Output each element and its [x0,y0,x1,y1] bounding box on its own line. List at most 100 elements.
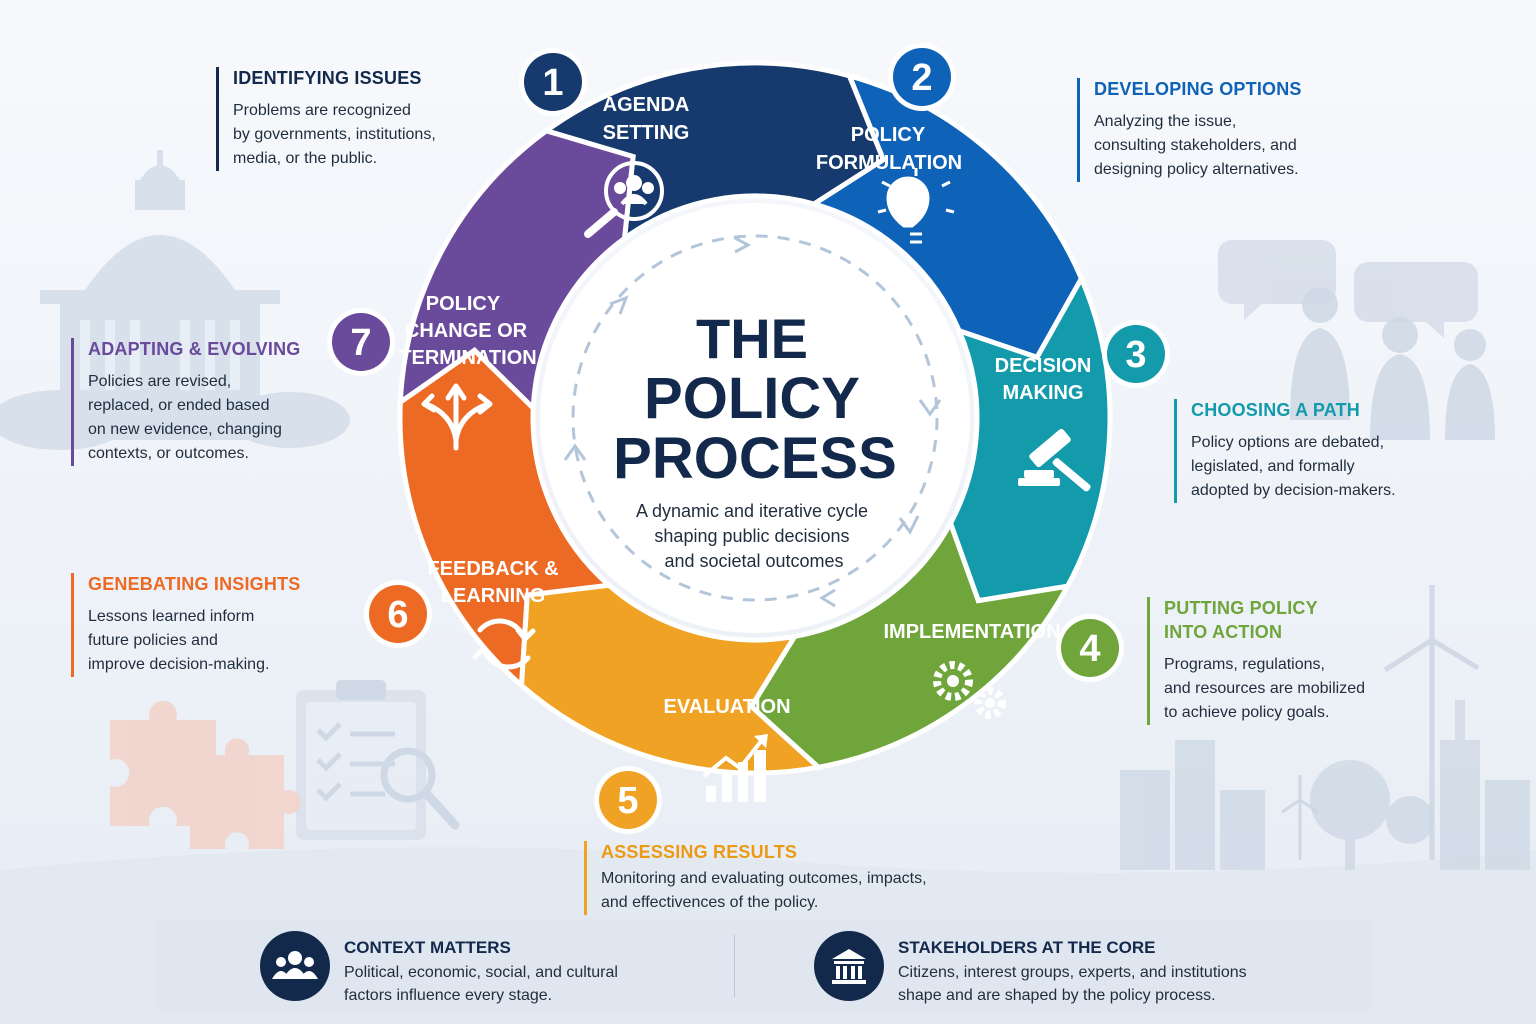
badge-fill [524,53,582,111]
callout-developing-options: DEVELOPING OPTIONS Analyzing the issue, … [1077,78,1364,182]
stage-7-title-line1: POLICY [426,293,501,315]
footer-info-bar: CONTEXT MATTERS Political, economic, soc… [156,919,1372,1013]
dashed-cycle-arrows [563,236,942,608]
callout-3-body-line1: Policy options are debated, [1191,434,1385,451]
callout-2-body-line1: Analyzing the issue, [1094,113,1237,130]
callout-4-body-line3: to achieve policy goals. [1164,704,1330,721]
stage-number-badges: 1 2 3 4 5 6 7 [327,43,1170,834]
stage-1-number: 1 [542,62,563,104]
callout-putting-policy-into-action: PUTTING POLICY INTO ACTION Programs, reg… [1147,597,1414,725]
callout-6-body-line3: improve decision-making. [88,656,270,673]
stage-7-number: 7 [350,322,371,364]
stage-2-policy-formulation: POLICY FORMULATION [816,124,962,244]
stage-3-title-line1: DECISION [995,355,1092,377]
callout-3-title: CHOOSING A PATH [1191,400,1360,420]
callout-4-body-line1: Programs, regulations, [1164,656,1325,673]
stage-7-policy-change: POLICY CHANGE OR TERMINATION [399,293,537,451]
center-subtitle-line2: shaping public decisions [654,526,849,546]
stage-1-title-line1: AGENDA [603,94,690,116]
stage-2-title-line2: FORMULATION [816,152,962,174]
callout-assessing-results: ASSESSING RESULTS Monitoring and evaluat… [584,841,981,915]
cycle-segment-7 [397,128,636,414]
callout-generating-insights: GENEBATING INSIGHTS Lessons learned info… [71,573,338,677]
wind-turbine-icon [1281,585,1480,860]
callout-1-body-line1: Problems are recognized [233,102,411,119]
callout-2-title: DEVELOPING OPTIONS [1094,79,1302,99]
callout-3-body-line3: adopted by decision-makers. [1191,482,1396,499]
people-silhouettes-icon [1290,287,1495,440]
stage-4-number: 4 [1079,628,1100,670]
institution-icon [814,931,884,1001]
badge-fill [1061,619,1119,677]
stage-4-title-line1: IMPLEMENTATION [883,621,1060,643]
callout-6-body-line1: Lessons learned inform [88,608,255,625]
lightbulb-icon [877,168,955,244]
stage-3-number: 3 [1125,334,1146,376]
stage-7-number-badge: 7 [327,308,395,376]
center-disc [540,203,970,633]
footer-left-title: CONTEXT MATTERS [344,938,511,957]
callout-5-title: ASSESSING RESULTS [601,842,798,862]
refresh-icon [472,618,536,670]
magnifier-people-icon [584,161,664,238]
stage-4-number-badge: 4 [1056,614,1124,682]
callout-5-body-line2: and effectivences of the policy. [601,894,819,911]
stage-5-number-badge: 5 [594,766,662,834]
callout-6-body-line2: future policies and [88,632,218,649]
stage-6-title-line1: FEEDBACK & [427,558,558,580]
badge-fill [1107,325,1165,383]
center-subtitle-line1: A dynamic and iterative cycle [636,501,868,521]
stage-1-agenda-setting: AGENDA SETTING [584,94,690,238]
callout-2-body-line3: designing policy alternatives. [1094,161,1299,178]
stage-2-number: 2 [911,57,932,99]
split-arrows-icon [421,383,493,451]
center-subtitle-line3: and societal outcomes [664,551,843,571]
stage-5-evaluation: EVALUATION [663,696,791,802]
callout-7-body-line3: on new evidence, changing [88,421,282,438]
badge-fill [599,771,657,829]
stage-6-number: 6 [387,594,408,636]
stage-4-implementation: IMPLEMENTATION [883,621,1061,719]
gears-icon [933,661,1006,719]
stage-1-title-line2: SETTING [603,122,690,144]
callout-2-body-line2: consulting stakeholders, and [1094,137,1297,154]
center-title-line1: THE [696,307,808,370]
stage-2-title-line1: POLICY [851,124,926,146]
footer-right-title: STAKEHOLDERS AT THE CORE [898,938,1156,957]
callout-7-body-line4: contexts, or outcomes. [88,445,249,462]
footer-left-line1: Political, economic, social, and cultura… [344,964,618,981]
callout-7-body-line2: replaced, or ended based [88,397,270,414]
callout-1-body-line2: by governments, institutions, [233,126,436,143]
center-title-line3: PROCESS [613,426,897,491]
callout-1-title: IDENTIFYING ISSUES [233,68,422,88]
clipboard-checklist-icon [296,680,460,840]
callout-7-body-line1: Policies are revised, [88,373,232,390]
dashed-cycle-ring [571,234,939,602]
bar-chart-icon [702,734,768,802]
stage-3-number-badge: 3 [1102,320,1170,388]
footer-divider [734,935,735,997]
callout-4-title-line2: INTO ACTION [1164,622,1283,642]
city-skyline-icon [1120,700,1530,870]
people-group-icon [260,931,330,1001]
stage-1-number-badge: 1 [519,48,587,116]
callout-adapting-evolving: ADAPTING & EVOLVING Policies are revised… [71,338,338,466]
badge-fill [893,48,951,106]
stage-5-title-line1: EVALUATION [663,696,790,718]
stage-5-number: 5 [617,780,638,822]
callout-4-title: PUTTING POLICY [1164,598,1318,618]
badge-fill [369,585,427,643]
stage-2-number-badge: 2 [888,43,956,111]
puzzle-pieces-icon [110,700,301,849]
stage-7-title-line3: TERMINATION [399,347,536,369]
footer-right-line2: shape and are shaped by the policy proce… [898,987,1216,1004]
callout-6-title: GENEBATING INSIGHTS [88,574,301,594]
callout-3-body-line2: legislated, and formally [1191,458,1355,475]
stage-7-title-line2: CHANGE OR [405,320,528,342]
callout-1-body-line3: media, or the public. [233,150,378,167]
gavel-icon [1018,428,1091,492]
stage-6-number-badge: 6 [364,580,432,648]
center-title-line2: POLICY [644,366,860,431]
cycle-segments [397,60,1113,776]
